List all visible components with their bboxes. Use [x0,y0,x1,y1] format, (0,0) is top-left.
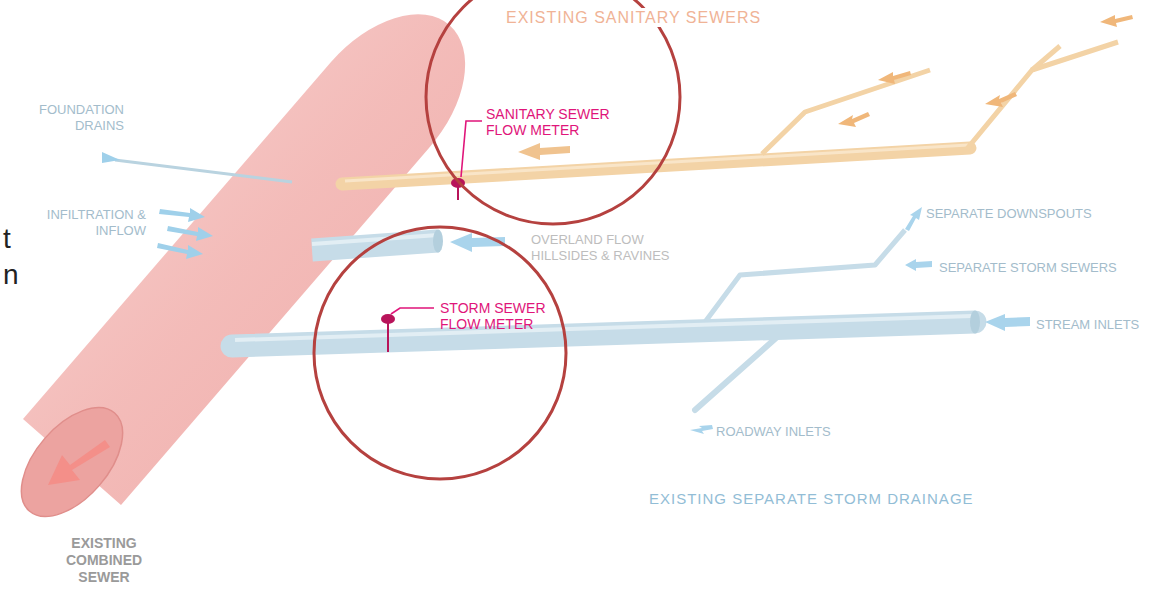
sanitary-sewer [342,15,1133,184]
storm-flow-meter [381,308,434,352]
label-slot: ROADWAY INLETS [715,422,875,440]
meter-label: STORM SEWER FLOW METER [440,300,575,332]
meter-callout-circle: SANITARY SEWER FLOW METER [424,0,682,226]
pipe-label: STREAM INLETS [1035,317,1140,333]
pipe-label: INFILTRATION & INFLOW [35,207,147,238]
label-slot: EXISTING COMBINED SEWER [52,535,156,586]
infiltration-arrows [157,208,213,259]
meter-callout-circle: STORM SEWER FLOW METER [312,225,568,481]
pipe-label: EXISTING SANITARY SEWERS [505,8,762,27]
pipe-label: FOUNDATION DRAINS [30,102,125,133]
pipe-label: SEPARATE STORM SEWERS [938,260,1118,276]
meter-label: SANITARY SEWER FLOW METER [486,106,626,138]
pipe-label: EXISTING SEPARATE STORM DRAINAGE [648,490,975,508]
pipe-label: SEPARATE DOWNSPOUTS [925,206,1093,222]
circle-outline [312,225,568,481]
pipe-label: ROADWAY INLETS [715,424,832,440]
storm-sewer [232,207,1030,434]
label-slot: n [2,258,22,292]
pipe-end [2,389,142,534]
foundation-drain [115,160,292,182]
label-slot: SEPARATE STORM SEWERS [938,258,1146,276]
pipe-label: OVERLAND FLOW HILLSIDES & RAVINES [530,232,698,263]
label-slot: EXISTING SANITARY SEWERS [505,8,845,27]
pipe-label: EXISTING COMBINED SEWER [52,535,156,585]
label-slot: EXISTING SEPARATE STORM DRAINAGE [648,490,1088,508]
label-slot: INFILTRATION & INFLOW [35,207,147,239]
label-slot: FOUNDATION DRAINS [30,102,125,134]
label-slot: t [2,222,22,256]
flow-arrow [102,152,120,163]
label-slot: STREAM INLETS [1035,315,1147,333]
label-slot: OVERLAND FLOW HILLSIDES & RAVINES [530,232,698,264]
pipe-label: n [2,258,20,292]
label-slot: SEPARATE DOWNSPOUTS [925,204,1140,222]
pipe-label: t [2,222,12,256]
flow-arrow [48,440,110,485]
